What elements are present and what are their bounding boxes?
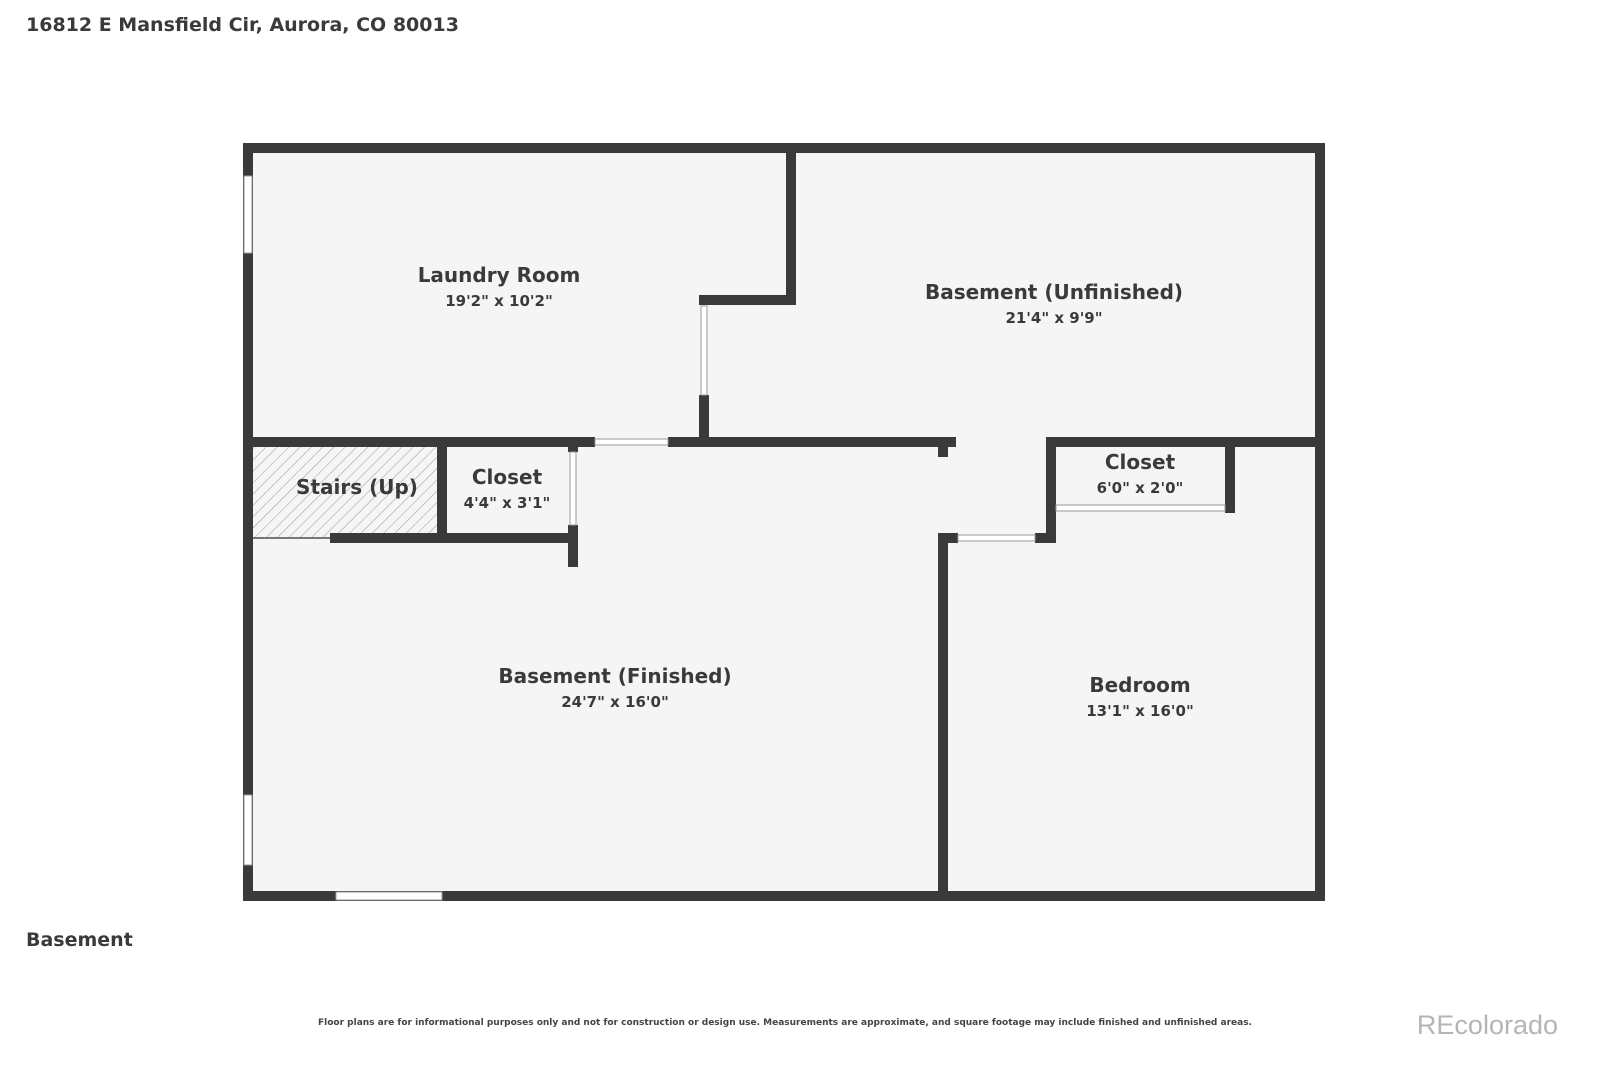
- room-dims: 21'4" x 9'9": [1005, 309, 1102, 327]
- room-dims: 4'4" x 3'1": [464, 494, 551, 512]
- room-dims: 13'1" x 16'0": [1086, 702, 1194, 720]
- door-opening: [569, 451, 577, 526]
- wall: [668, 437, 956, 447]
- property-address: 16812 E Mansfield Cir, Aurora, CO 80013: [26, 14, 459, 36]
- wall: [699, 395, 709, 445]
- room-dims: 19'2" x 10'2": [445, 292, 553, 310]
- room-name: Stairs (Up): [296, 475, 418, 499]
- window: [243, 175, 253, 254]
- door-opening: [700, 305, 708, 396]
- wall: [248, 437, 595, 447]
- wall: [568, 440, 578, 452]
- wall: [1046, 437, 1056, 543]
- stairs-hatch: [253, 447, 437, 537]
- door-opening: [957, 534, 1036, 542]
- room-name: Laundry Room: [418, 263, 581, 287]
- floor-label: Basement: [26, 929, 133, 951]
- wall: [938, 533, 958, 543]
- doors-windows: [243, 175, 1226, 901]
- wall: [330, 533, 578, 543]
- brand-logo: REcolorado: [1416, 1010, 1558, 1040]
- room-name: Closet: [472, 465, 543, 489]
- room-dims: 6'0" x 2'0": [1097, 479, 1184, 497]
- wall: [568, 525, 578, 567]
- room-name: Basement (Finished): [498, 664, 731, 688]
- room-name: Closet: [1105, 450, 1176, 474]
- wall: [1225, 437, 1235, 513]
- wall: [1046, 437, 1320, 447]
- room-dims: 24'7" x 16'0": [561, 693, 669, 711]
- window: [243, 794, 253, 866]
- door-opening: [594, 438, 669, 446]
- wall: [1035, 533, 1056, 543]
- wall: [699, 295, 796, 305]
- walls: [243, 143, 1325, 901]
- wall: [938, 440, 948, 457]
- wall: [786, 148, 796, 305]
- room-labels: Laundry Room 19'2" x 10'2" Basement (Unf…: [296, 263, 1194, 720]
- disclaimer: Floor plans are for informational purpos…: [318, 1018, 1252, 1028]
- window: [335, 891, 443, 901]
- room-name: Bedroom: [1089, 673, 1190, 697]
- wall: [938, 533, 948, 896]
- door-opening: [1055, 504, 1226, 512]
- wall: [437, 440, 447, 543]
- room-name: Basement (Unfinished): [925, 280, 1183, 304]
